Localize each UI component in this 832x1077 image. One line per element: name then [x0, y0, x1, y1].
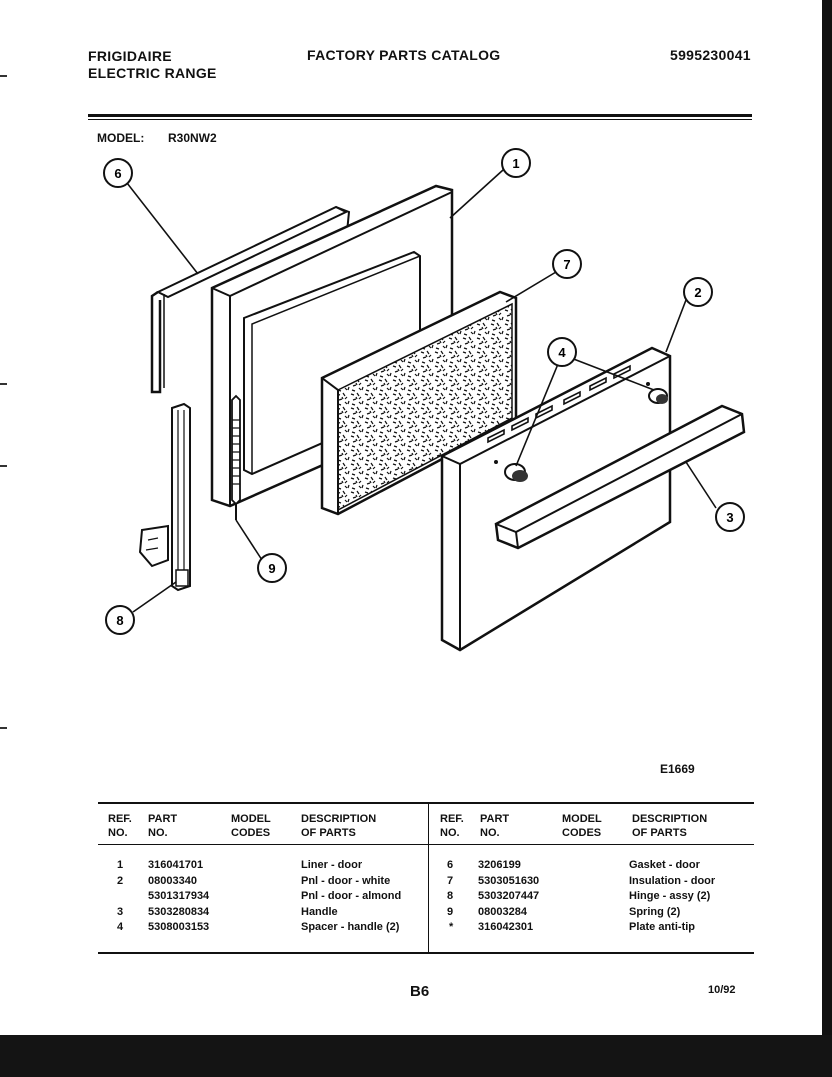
scan-mark [0, 727, 7, 729]
table-rule [98, 952, 754, 954]
callout-label: 6 [114, 166, 121, 181]
page-number: B6 [410, 983, 430, 1000]
table-divider [428, 804, 429, 952]
page-date: 10/92 [708, 984, 736, 996]
left-row-2-desc: Pnl - door - white [301, 875, 391, 887]
figure-code: E1669 [660, 762, 695, 776]
table-rule [98, 802, 754, 804]
left-row-2-ref: 2 [117, 875, 124, 887]
right-row-5-part: 316042301 [478, 921, 534, 933]
callout-8: 8 [105, 605, 135, 635]
left-row-2-part: 08003340 [148, 875, 197, 887]
callout-label: 3 [726, 510, 733, 525]
right-row-2-part: 5303051630 [478, 875, 540, 887]
left-row-4-desc: Handle [301, 906, 338, 918]
gasket-door [150, 205, 351, 394]
right-row-3-ref: 8 [447, 890, 454, 902]
right-row-1-desc: Gasket - door [629, 859, 700, 871]
callout-4: 4 [547, 337, 577, 367]
insulation-door [320, 290, 518, 516]
callout-1: 1 [501, 148, 531, 178]
callout-label: 1 [512, 156, 519, 171]
spacer-handle [504, 388, 668, 482]
callout-7: 7 [552, 249, 582, 279]
right-row-3-part: 5303207447 [478, 890, 540, 902]
left-row-5-desc: Spacer - handle (2) [301, 921, 400, 933]
left-row-3-desc: Pnl - door - almond [301, 890, 402, 902]
right-row-1-ref: 6 [447, 859, 454, 871]
left-row-5-part: 5308003153 [148, 921, 210, 933]
product-name: ELECTRIC RANGE [88, 65, 217, 81]
catalog-number: 5995230041 [670, 47, 751, 63]
right-row-1-part: 3206199 [478, 859, 521, 871]
right-row-2-ref: 7 [447, 875, 454, 887]
scan-mark [0, 75, 7, 77]
header-rule [88, 114, 752, 117]
callout-label: 2 [694, 285, 701, 300]
callout-6-top: 6 [103, 158, 133, 188]
scan-border-right [822, 0, 832, 1077]
table-rule [98, 844, 754, 845]
model-value: R30NW2 [168, 131, 217, 145]
left-row-3-part: 5301317934 [148, 890, 210, 902]
spring [231, 394, 241, 520]
callout-label: 8 [116, 613, 123, 628]
callout-2: 2 [683, 277, 713, 307]
right-row-3-desc: Hinge - assy (2) [629, 890, 711, 902]
model-label: MODEL: [97, 131, 145, 145]
callout-label: 4 [558, 345, 566, 360]
right-row-4-ref: 9 [447, 906, 454, 918]
left-row-4-ref: 3 [117, 906, 124, 918]
callout-label: 9 [268, 561, 275, 576]
right-row-2-desc: Insulation - door [629, 875, 716, 887]
right-row-5-desc: Plate anti-tip [629, 921, 696, 933]
header-rule-thin [88, 119, 752, 120]
left-row-1-desc: Liner - door [301, 859, 363, 871]
left-row-5-ref: 4 [117, 921, 124, 933]
brand-name: FRIGIDAIRE [88, 48, 172, 64]
scan-mark [0, 383, 7, 385]
callout-9: 9 [257, 553, 287, 583]
scan-mark [0, 465, 7, 467]
header-ref-left: REF.NO. [108, 813, 132, 839]
right-row-4-desc: Spring (2) [629, 906, 681, 918]
catalog-title: FACTORY PARTS CATALOG [307, 47, 501, 63]
hinge-assembly [138, 402, 191, 592]
header-ref-right: REF.NO. [440, 813, 464, 839]
scan-border-bottom [0, 1035, 832, 1077]
callout-label: 7 [563, 257, 570, 272]
exploded-door-diagram: 6 1 7 2 4 3 9 8 [103, 148, 746, 652]
callout-3: 3 [715, 502, 745, 532]
left-row-1-part: 316041701 [148, 859, 204, 871]
left-row-4-part: 5303280834 [148, 906, 210, 918]
left-row-1-ref: 1 [117, 859, 124, 871]
handle [494, 404, 746, 550]
right-row-4-part: 08003284 [478, 906, 527, 918]
right-row-5-ref: * [449, 921, 454, 933]
